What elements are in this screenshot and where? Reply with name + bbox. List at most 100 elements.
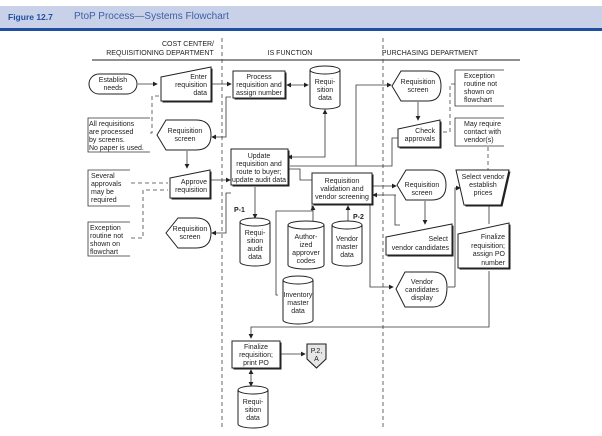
svg-text:display: display	[411, 295, 433, 302]
svg-text:approver: approver	[292, 250, 320, 257]
offpage-connector-p2a: P.2, A	[306, 343, 327, 369]
svg-text:data: data	[248, 254, 262, 261]
exception-note-left-annotation: Exception routine not shown on flowchart	[87, 189, 168, 257]
svg-text:Vendor: Vendor	[336, 236, 359, 243]
svg-text:Several: Several	[91, 173, 115, 180]
svg-text:requisition;: requisition;	[239, 352, 273, 359]
svg-text:Establish: Establish	[99, 77, 128, 84]
svg-text:requisition: requisition	[175, 82, 207, 89]
svg-text:codes: codes	[297, 258, 316, 265]
inventory-master-data-disk: Inventory master data	[282, 275, 314, 325]
svg-text:May require: May require	[464, 121, 501, 128]
lane-headers: COST CENTER/ REQUISITIONING DEPARTMENT I…	[106, 41, 479, 57]
svg-text:data: data	[340, 252, 354, 259]
svg-text:number: number	[481, 260, 505, 267]
requisition-audit-data-disk: Requi- sition audit data	[239, 217, 271, 267]
svg-text:Enter: Enter	[190, 74, 207, 81]
svg-text:may be: may be	[91, 189, 114, 196]
svg-text:assign PO: assign PO	[473, 251, 506, 258]
svg-text:approvals: approvals	[91, 181, 122, 188]
svg-text:sition: sition	[245, 407, 261, 414]
svg-text:validation and: validation and	[320, 186, 363, 193]
requisition-screen-display-1: Requisition screen	[156, 119, 212, 151]
requisition-validation-box: Requisition validation and vendor screen…	[311, 172, 374, 206]
svg-text:sition: sition	[247, 238, 263, 245]
svg-text:candidates: candidates	[405, 287, 439, 294]
svg-text:Exception: Exception	[464, 73, 495, 80]
process-requisition-box: Process requisition and assign number	[232, 70, 287, 100]
svg-text:prices: prices	[474, 190, 493, 197]
authorized-approver-codes-disk: Author- ized approver codes	[287, 220, 325, 270]
svg-text:Vendor: Vendor	[411, 279, 434, 286]
svg-text:screen: screen	[407, 87, 428, 94]
svg-text:shown on: shown on	[464, 89, 494, 96]
svg-text:Finalize: Finalize	[244, 344, 268, 351]
svg-text:Exception: Exception	[90, 225, 121, 232]
svg-text:ized: ized	[300, 242, 313, 249]
svg-text:No paper is used.: No paper is used.	[89, 145, 144, 152]
svg-text:Check: Check	[415, 128, 435, 135]
svg-text:Requisition: Requisition	[325, 178, 360, 185]
svg-text:screen: screen	[174, 136, 195, 143]
svg-text:master: master	[336, 244, 358, 251]
svg-text:approvals: approvals	[405, 136, 436, 143]
p1-label: P-1	[234, 207, 245, 214]
figure-number: Figure 12.7	[8, 12, 53, 22]
svg-text:Finalize: Finalize	[481, 234, 505, 241]
finalize-print-po-box: Finalize requisition; print PO	[231, 340, 282, 370]
svg-text:vendor(s): vendor(s)	[464, 137, 494, 144]
svg-text:assign number: assign number	[236, 90, 283, 97]
svg-text:contact with: contact with	[464, 129, 501, 136]
svg-text:Requi-: Requi-	[243, 399, 264, 406]
svg-text:Requisition: Requisition	[405, 182, 440, 189]
figure-header: Figure 12.7 PtoP Process—Systems Flowcha…	[0, 6, 602, 31]
svg-text:shown on: shown on	[90, 241, 120, 248]
svg-text:P.2,: P.2,	[311, 348, 323, 355]
establish-needs-terminal: Establish needs	[88, 73, 138, 95]
svg-text:requisition and: requisition and	[236, 82, 282, 89]
svg-text:All requisitions: All requisitions	[89, 121, 135, 128]
exception-note-right-annotation: Exception routine not shown on flowchart	[443, 69, 504, 133]
vendor-candidates-display: Vendor candidates display	[395, 271, 448, 308]
svg-text:flowchart: flowchart	[90, 249, 118, 256]
svg-text:are processed: are processed	[89, 129, 133, 136]
svg-text:Approve: Approve	[181, 179, 207, 186]
svg-text:screen: screen	[179, 234, 200, 241]
svg-text:data: data	[246, 415, 260, 422]
svg-text:Requi-: Requi-	[315, 79, 336, 86]
select-vendor-establish-prices: Select vendor establish prices	[455, 169, 511, 207]
several-approvals-annotation: Several approvals may be required	[87, 169, 168, 207]
requisition-screen-purchasing-2: Requisition screen	[396, 169, 447, 201]
svg-text:Inventory: Inventory	[284, 292, 313, 299]
svg-text:establish: establish	[469, 182, 497, 189]
svg-text:A: A	[314, 356, 319, 363]
svg-text:update audit data: update audit data	[232, 177, 286, 184]
svg-text:Author-: Author-	[295, 234, 319, 241]
enter-requisition-data-input: Enter requisition data	[160, 66, 213, 103]
svg-text:Select: Select	[429, 236, 449, 243]
svg-text:Requisition: Requisition	[173, 226, 208, 233]
svg-text:flowchart: flowchart	[464, 97, 492, 104]
finalize-assign-po-input: Finalize requisition; assign PO number	[457, 222, 511, 270]
svg-text:routine not: routine not	[464, 81, 497, 88]
svg-text:vendor candidates: vendor candidates	[392, 245, 450, 252]
svg-text:print PO: print PO	[243, 360, 269, 367]
svg-text:needs: needs	[103, 85, 123, 92]
svg-text:data: data	[318, 95, 332, 102]
svg-text:Select vendor: Select vendor	[462, 174, 505, 181]
svg-text:Update: Update	[248, 153, 271, 160]
svg-text:sition: sition	[317, 87, 333, 94]
svg-text:required: required	[91, 197, 117, 204]
check-approvals-input: Check approvals	[397, 119, 442, 149]
svg-text:screen: screen	[411, 190, 432, 197]
svg-text:by screens.: by screens.	[89, 137, 125, 144]
requisition-screen-purchasing: Requisition screen	[391, 70, 442, 102]
figure-title: PtoP Process—Systems Flowchart	[74, 11, 229, 22]
svg-text:Requi-: Requi-	[245, 230, 266, 237]
svg-text:requisition and: requisition and	[236, 161, 282, 168]
lane-cost-center-line1: COST CENTER/	[162, 41, 214, 48]
svg-text:Process: Process	[246, 74, 272, 81]
svg-text:audit: audit	[247, 246, 262, 253]
may-require-contact-annotation: May require contact with vendor(s)	[454, 117, 504, 170]
